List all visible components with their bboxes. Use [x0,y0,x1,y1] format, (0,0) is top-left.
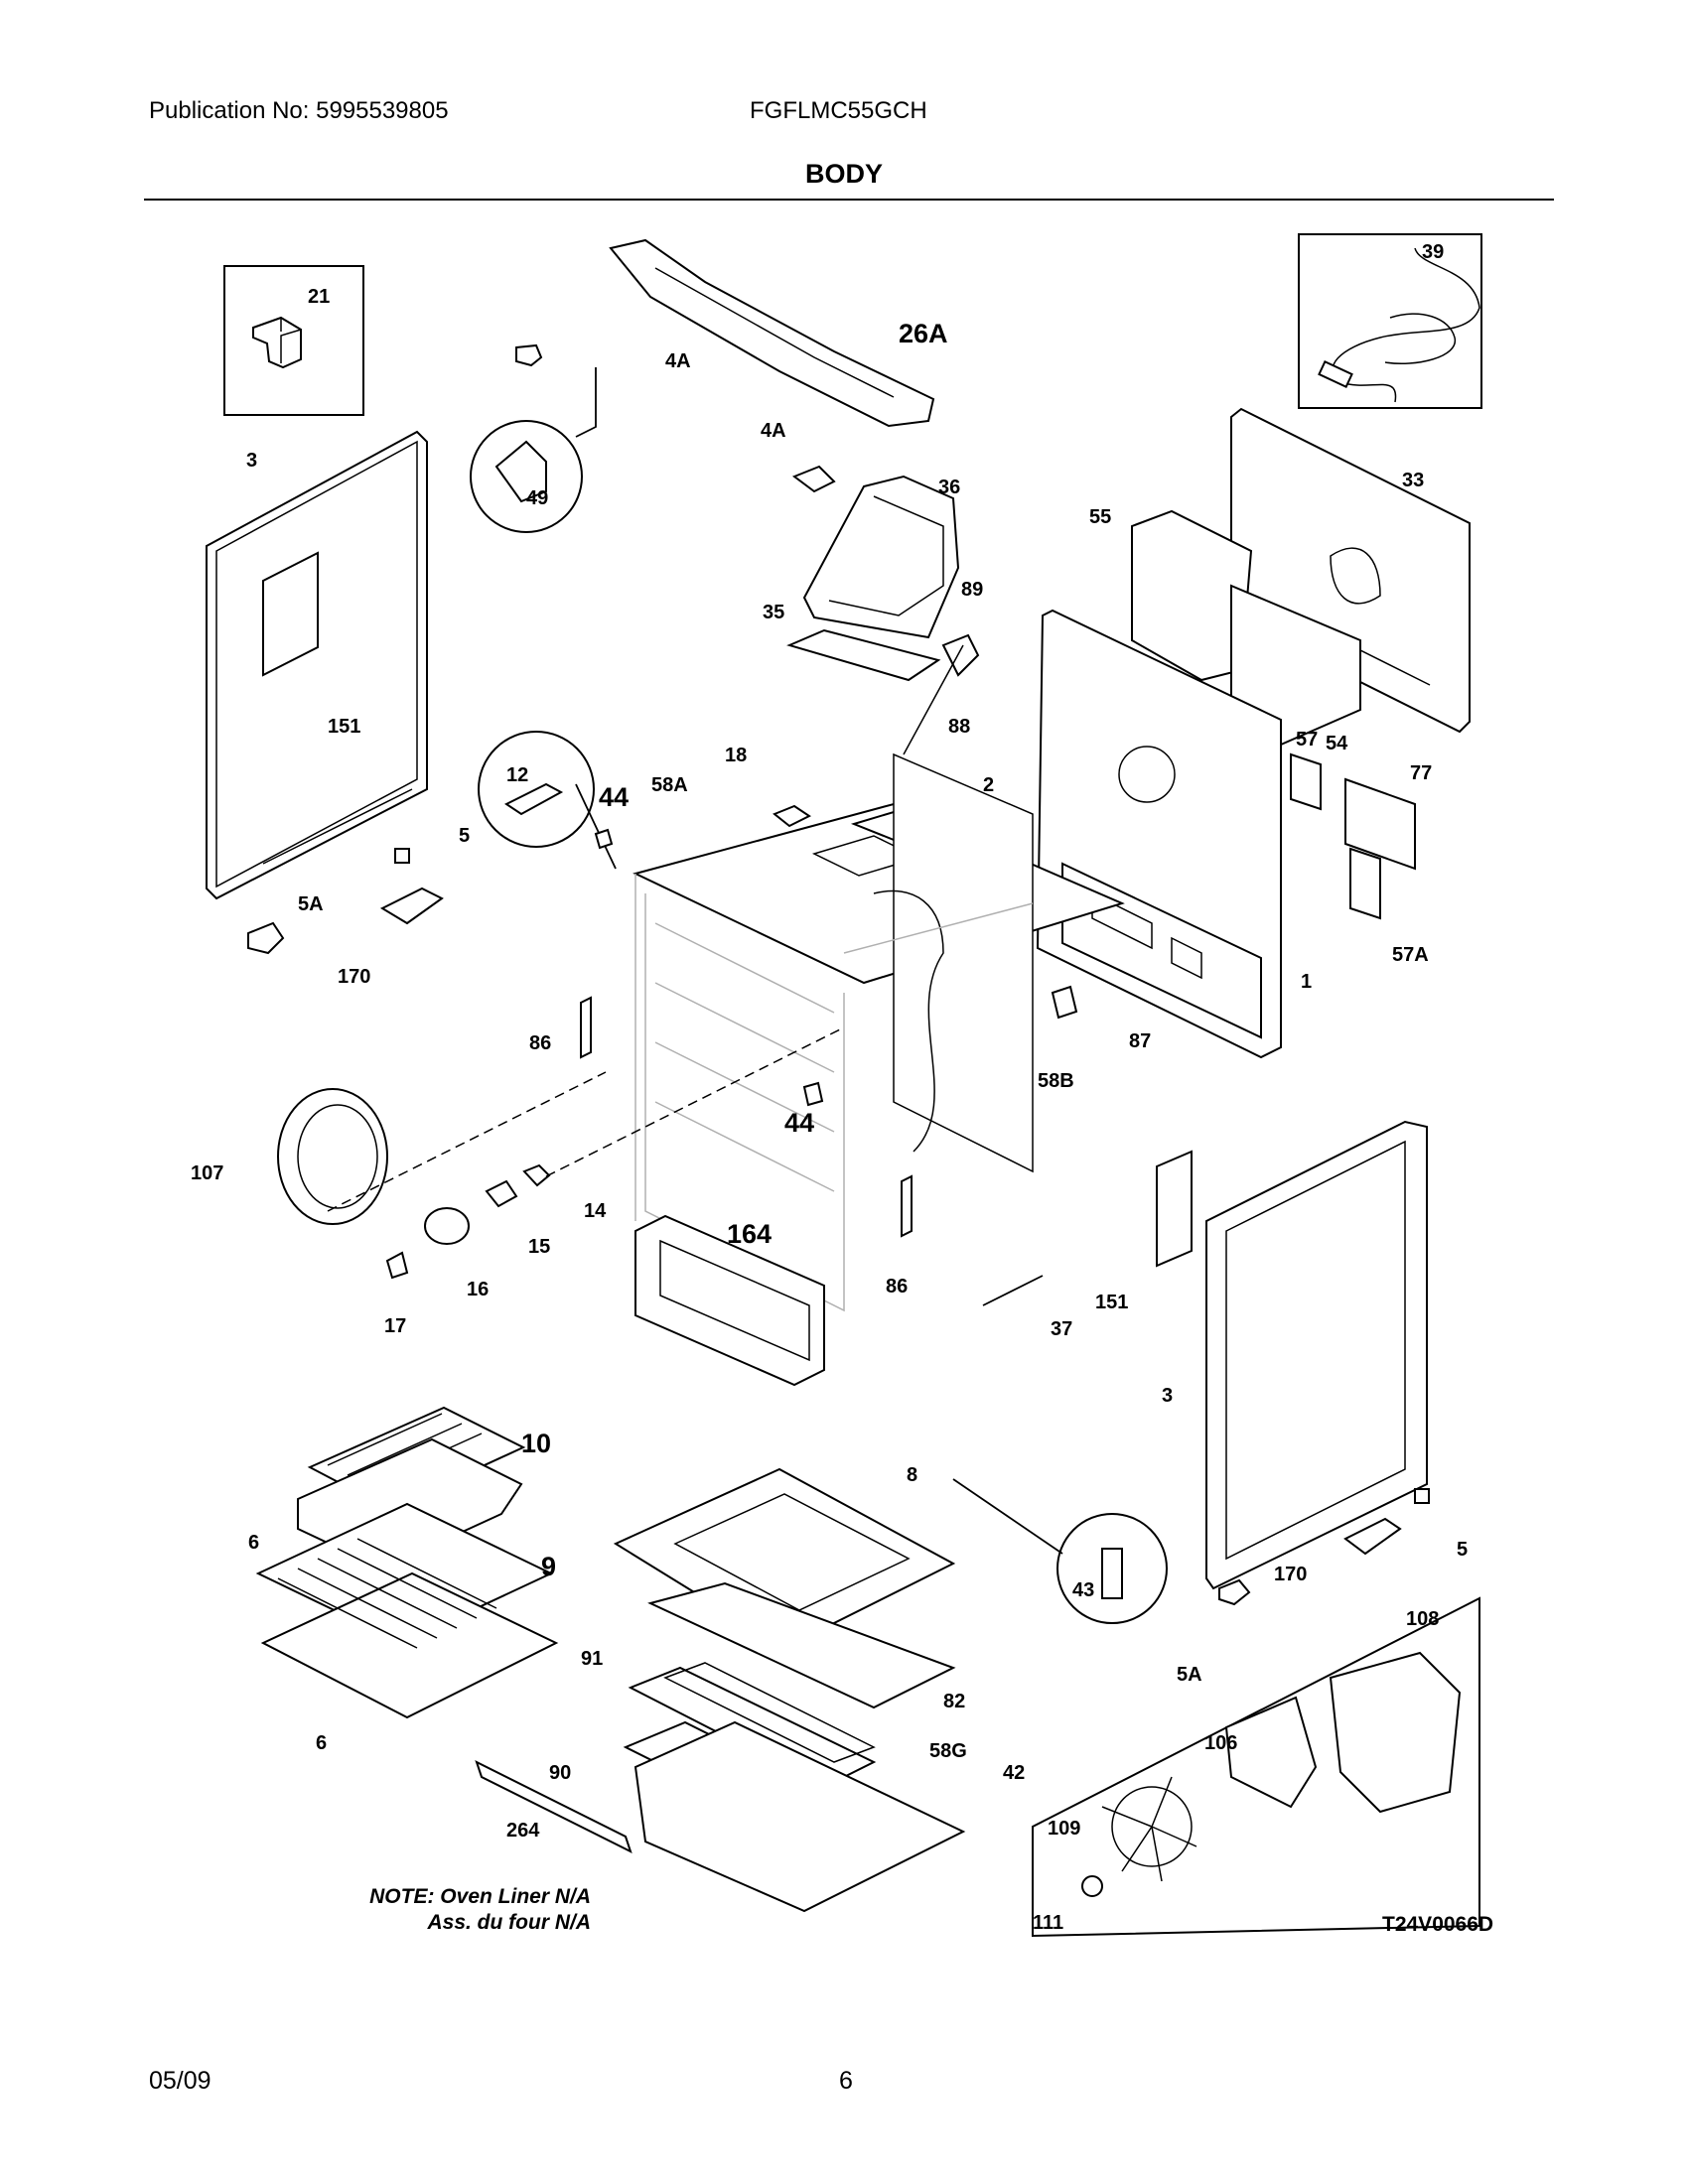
callout-170-right: 170 [1274,1564,1307,1585]
part-36-baffle [786,465,980,755]
callout-107: 107 [191,1162,223,1184]
bottom-assembly-91-58g-90-42 [475,1662,966,1913]
callout-164: 164 [727,1219,772,1249]
callout-77: 77 [1410,762,1432,784]
inset-part-21 [223,265,364,416]
callout-33: 33 [1402,470,1424,491]
callout-58a: 58A [651,774,688,796]
callout-35: 35 [763,602,784,623]
part-26a-bracket [609,238,935,428]
inset-part-39 [1298,233,1482,409]
callout-44-mid: 44 [784,1108,814,1138]
callout-4a-mid: 4A [761,420,786,442]
part-82-tray [647,1581,956,1709]
part-3-right-side-panel [1205,1120,1428,1590]
model-number: FGFLMC55GCH [750,97,927,124]
callout-5a-right: 5A [1177,1664,1202,1686]
callout-14: 14 [584,1200,607,1222]
detail-circle-43 [952,1478,1168,1624]
callout-39: 39 [1422,241,1444,263]
callout-43: 43 [1072,1579,1094,1601]
callout-108: 108 [1406,1608,1439,1630]
header-rule [144,199,1554,201]
callout-58b: 58B [1038,1070,1074,1092]
footer-date: 05/09 [149,2067,211,2095]
part-86-brackets [580,985,1078,1238]
callout-16: 16 [467,1279,489,1300]
part-44-clips [594,828,824,1107]
callout-15: 15 [528,1236,550,1258]
callout-89: 89 [961,579,983,601]
callout-1: 1 [1301,971,1312,993]
callout-54: 54 [1326,733,1348,754]
callout-36: 36 [938,477,960,498]
drawing-number: T24V0066D [1382,1913,1494,1936]
light-assembly-14-15-16-17 [327,1026,845,1280]
callout-26a: 26A [899,319,948,348]
callout-18: 18 [725,745,747,766]
page-number: 6 [839,2067,853,2095]
note-line-1: NOTE: Oven Liner N/A [369,1885,591,1908]
callout-2: 2 [983,774,994,796]
callout-151-right: 151 [1095,1292,1128,1313]
callout-90: 90 [549,1762,571,1784]
callout-10: 10 [521,1429,551,1458]
part-164-frame [634,1214,825,1387]
part-107-fan-cover [277,1088,388,1225]
callout-5a-left: 5A [298,893,324,915]
callout-109: 109 [1048,1818,1080,1840]
callout-86-left: 86 [529,1032,551,1054]
callout-3-left: 3 [246,450,257,472]
callout-17: 17 [384,1315,406,1337]
callout-6-bottom: 6 [316,1732,327,1754]
callout-5-right: 5 [1457,1539,1468,1561]
callout-87: 87 [1129,1030,1151,1052]
callout-49: 49 [526,487,548,509]
callout-57a: 57A [1392,944,1429,966]
part-37-probe [982,1275,1044,1306]
callout-264: 264 [506,1820,540,1842]
part-151-right-bracket [1156,1150,1193,1268]
callout-3-right: 3 [1162,1385,1173,1407]
callout-42: 42 [1003,1762,1025,1784]
callout-37: 37 [1051,1318,1072,1340]
callout-151-left: 151 [328,716,360,738]
oven-cavity-assembly [633,752,1125,1312]
callout-170-left: 170 [338,966,370,988]
callout-44-top: 44 [599,782,629,812]
detail-circle-49 [470,343,597,533]
section-title: BODY [804,159,883,189]
callout-9: 9 [541,1552,556,1581]
callout-6-top: 6 [248,1532,259,1554]
callout-111: 111 [1033,1912,1063,1934]
callout-5-left: 5 [459,825,470,847]
convection-fan-inset [1032,1596,1480,1938]
callout-106: 106 [1204,1732,1237,1754]
callout-91: 91 [581,1648,603,1670]
callout-12: 12 [506,764,528,786]
callout-21: 21 [308,286,330,308]
callout-88: 88 [948,716,970,738]
small-fasteners [247,848,1430,1606]
detail-circle-12 [478,731,617,870]
callout-labels: 21 26A 39 4A 49 4A 3 36 33 55 89 35 88 1… [191,241,1468,1934]
part-57-77-57a-brackets [1290,752,1416,920]
callout-86-right: 86 [886,1276,908,1297]
part-3-left-side-panel [206,430,428,900]
part-55-shield [1131,509,1361,747]
callout-58g: 58G [929,1740,967,1762]
callout-8: 8 [907,1464,917,1486]
publication-number: Publication No: 5995539805 [149,97,449,124]
callout-55: 55 [1089,506,1111,528]
part-6-oven-racks [255,1502,559,1719]
note-line-2: Ass. du four N/A [427,1911,591,1934]
callout-82: 82 [943,1691,965,1712]
callout-57: 57 [1296,729,1318,751]
callout-4a-top: 4A [665,350,691,372]
